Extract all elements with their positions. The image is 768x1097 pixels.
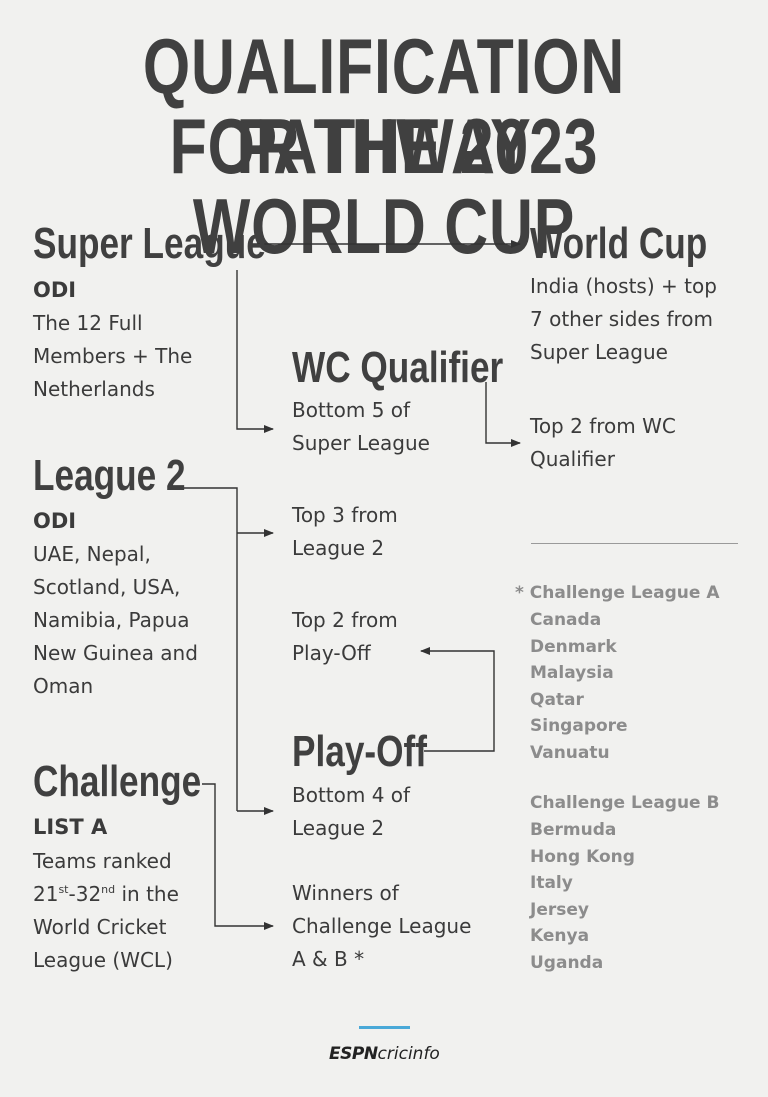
divider — [531, 543, 738, 544]
list-item: Malaysia — [530, 663, 614, 683]
league2-description: UAE, Nepal, Scotland, USA, Namibia, Papu… — [33, 542, 198, 698]
list-item: Kenya — [530, 926, 590, 946]
list-item: Uganda — [530, 952, 604, 973]
arrow-challenge-to-playoff — [202, 783, 274, 930]
list-item: Vanuatu — [530, 742, 610, 763]
list-item: Italy — [530, 873, 573, 893]
list-item: Bermuda — [530, 820, 617, 840]
arrow-qualifier-to-worldcup — [485, 382, 521, 447]
list-item: Jersey — [530, 899, 589, 920]
challenge-league-a-list: Canada Denmark Malaysia Qatar Singapore … — [530, 607, 628, 766]
world-cup-description: India (hosts) + top 7 other sides from S… — [530, 274, 717, 364]
super-league-format: ODI — [33, 278, 77, 302]
wc-qualifier-heading: WC Qualifier — [292, 343, 504, 392]
arrow-playoff-to-qualifier — [420, 647, 495, 752]
world-cup-qualifier-entry: Top 2 from WC Qualifier — [530, 414, 676, 471]
league2-heading: League 2 — [33, 451, 186, 500]
challenge-rank-line: 21st-32nd in the — [33, 882, 179, 906]
qualifier-entry-super-league: Bottom 5 of Super League — [292, 398, 430, 455]
challenge-league-b-list: Bermuda Hong Kong Italy Jersey Kenya Uga… — [530, 817, 635, 976]
qualifier-entry-league2: Top 3 from League 2 — [292, 503, 398, 560]
list-item: Denmark — [530, 636, 617, 657]
list-item: Hong Kong — [530, 846, 635, 867]
playoff-heading: Play-Off — [292, 727, 427, 776]
league2-format: ODI — [33, 509, 77, 533]
challenge-description: Teams ranked 21st-32nd in the World Cric… — [33, 849, 179, 972]
title-line-2: FOR THE 2023 WORLD CUP — [169, 102, 599, 270]
super-league-heading: Super League — [33, 219, 266, 268]
title-line-1: QUALIFICATION PATHWAY — [142, 22, 626, 190]
playoff-entry-league2: Bottom 4 of League 2 — [292, 783, 411, 840]
list-item: Qatar — [530, 689, 584, 710]
list-item: Singapore — [530, 716, 628, 736]
footer-accent-line — [359, 1026, 410, 1029]
challenge-league-b-heading: Challenge League B — [530, 793, 720, 813]
arrow-super-to-qualifier — [236, 270, 274, 433]
challenge-heading: Challenge — [33, 757, 202, 806]
list-item: Canada — [530, 610, 602, 630]
challenge-league-a-heading: * Challenge League A — [515, 583, 720, 603]
super-league-description: The 12 Full Members + The Netherlands — [33, 311, 193, 401]
line-league2-branch — [177, 487, 238, 811]
playoff-entry-challenge: Winners of Challenge League A & B * — [292, 881, 472, 971]
espncricinfo-logo: ESPNcricinfo — [329, 1044, 440, 1064]
challenge-format: LIST A — [33, 815, 108, 839]
qualifier-entry-playoff: Top 2 from Play-Off — [292, 608, 398, 665]
world-cup-heading: World Cup — [530, 219, 708, 268]
